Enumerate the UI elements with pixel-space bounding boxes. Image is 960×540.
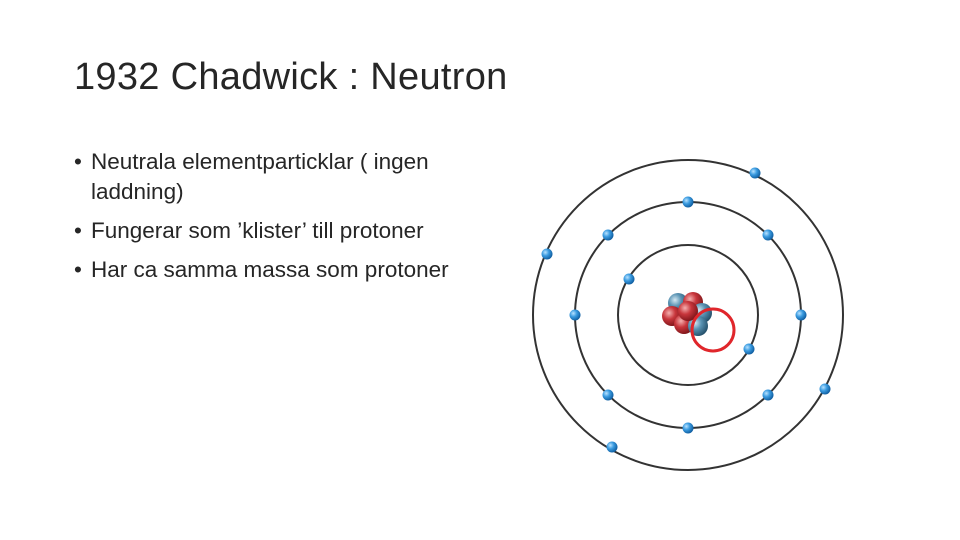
- electron: [795, 309, 807, 321]
- electron: [606, 441, 618, 453]
- electron: [623, 273, 635, 285]
- electron: [743, 343, 755, 355]
- electron: [682, 422, 694, 434]
- electron: [749, 167, 761, 179]
- electron: [569, 309, 581, 321]
- orbit-inner: [617, 244, 759, 386]
- orbit-outer: [532, 159, 844, 471]
- electron: [762, 389, 774, 401]
- slide-title: 1932 Chadwick : Neutron: [74, 56, 508, 98]
- electron: [819, 383, 831, 395]
- proton: [678, 301, 698, 321]
- bullet-item: Har ca samma massa som protoner: [74, 255, 474, 285]
- electron: [602, 229, 614, 241]
- bullet-list: Neutrala elementparticklar ( ingen laddn…: [74, 147, 474, 294]
- bullet-item: Fungerar som ’klister’ till protoner: [74, 216, 474, 246]
- bullet-item: Neutrala elementparticklar ( ingen laddn…: [74, 147, 474, 207]
- atom-illustration: [532, 159, 844, 471]
- electron: [762, 229, 774, 241]
- electron: [682, 196, 694, 208]
- electron: [602, 389, 614, 401]
- nucleus: [662, 292, 712, 336]
- electron: [541, 248, 553, 260]
- neutron-highlight-ring: [690, 307, 736, 353]
